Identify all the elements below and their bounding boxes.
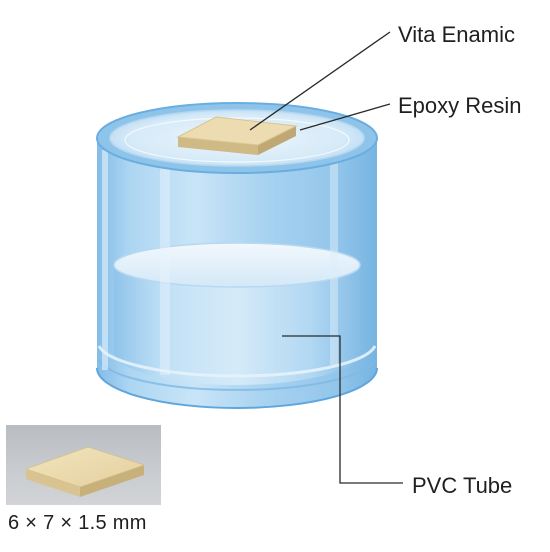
resin-fill-surface: [113, 242, 361, 288]
tube-highlight-mid: [160, 160, 170, 375]
resin-fill-lower: [114, 265, 360, 385]
label-specimen-dimensions: 6 × 7 × 1.5 mm: [8, 512, 147, 534]
label-epoxy-resin: Epoxy Resin: [398, 93, 522, 118]
inset-specimen-top: [24, 446, 146, 488]
tube-highlight-left: [102, 150, 108, 370]
leader-line-epoxy-resin: [299, 103, 391, 131]
tube-bottom-rim: [96, 367, 378, 409]
vita-enamic-specimen-side-right: [258, 126, 296, 155]
label-pvc-tube: PVC Tube: [412, 473, 513, 498]
tube-highlight-right: [330, 155, 338, 365]
inset-specimen: [24, 446, 146, 497]
leader-line-pvc-tube: [282, 335, 403, 484]
leader-line-vita-enamic: [249, 31, 391, 131]
tube-band-upper: [97, 345, 377, 378]
tube-band-lower: [98, 359, 376, 391]
specimen-inset-photo: [6, 425, 161, 505]
vita-enamic-specimen-side-front: [178, 137, 258, 155]
label-vita-enamic: Vita Enamic: [398, 22, 515, 47]
epoxy-resin-inner-ring: [124, 117, 350, 163]
vita-enamic-specimen-top: [176, 116, 298, 146]
inset-specimen-front: [26, 469, 80, 497]
inset-specimen-right: [80, 465, 144, 497]
